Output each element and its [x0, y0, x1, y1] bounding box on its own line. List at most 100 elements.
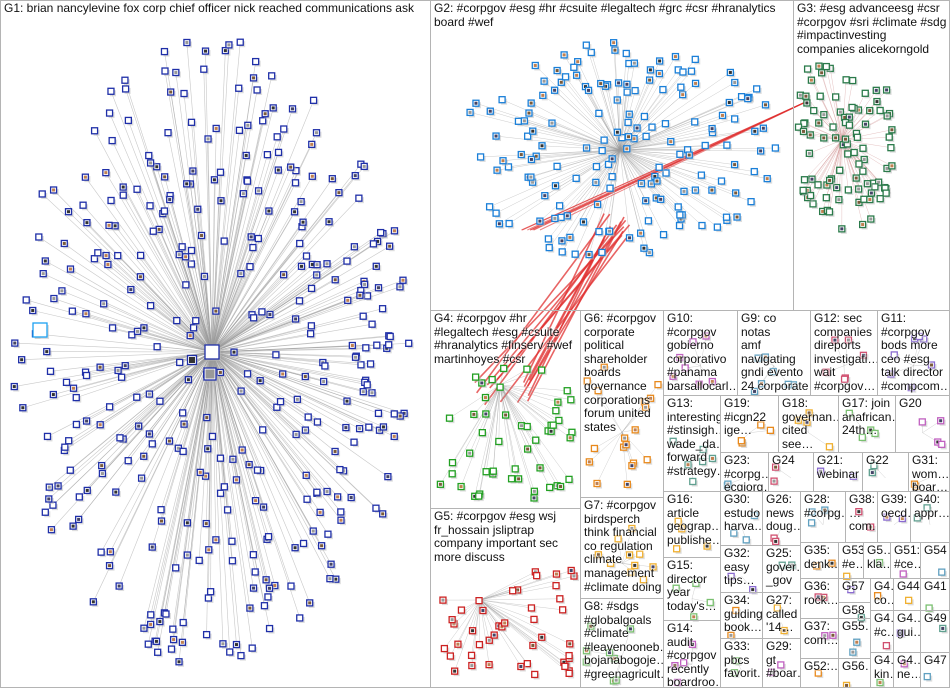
network-node[interactable]: [178, 638, 188, 648]
network-node[interactable]: [140, 624, 149, 634]
network-node[interactable]: [292, 430, 302, 440]
network-node[interactable]: [187, 118, 197, 128]
network-node[interactable]: [327, 560, 337, 570]
network-node[interactable]: [226, 648, 235, 657]
network-node[interactable]: [350, 438, 360, 448]
network-node[interactable]: [145, 430, 155, 439]
network-node[interactable]: [295, 297, 305, 306]
network-node[interactable]: [216, 489, 226, 499]
network-node[interactable]: [368, 320, 378, 330]
network-node[interactable]: [359, 388, 369, 397]
network-node[interactable]: [260, 602, 270, 611]
network-node[interactable]: [344, 296, 353, 306]
network-node[interactable]: [133, 185, 143, 195]
network-node[interactable]: [19, 404, 28, 413]
network-node[interactable]: [161, 67, 171, 77]
network-node[interactable]: [372, 504, 381, 514]
network-node[interactable]: [202, 630, 212, 640]
network-node[interactable]: [246, 604, 255, 614]
network-node[interactable]: [94, 249, 103, 258]
network-node[interactable]: [201, 47, 211, 57]
network-node[interactable]: [232, 640, 242, 650]
network-node[interactable]: [313, 488, 322, 498]
network-node[interactable]: [212, 307, 221, 317]
network-node[interactable]: [18, 356, 27, 365]
network-node[interactable]: [166, 195, 175, 205]
network-node[interactable]: [265, 624, 275, 634]
network-node[interactable]: [302, 252, 312, 262]
network-node[interactable]: [98, 469, 108, 479]
network-node[interactable]: [187, 246, 197, 256]
network-node[interactable]: [290, 208, 300, 217]
network-node[interactable]: [252, 57, 261, 67]
network-node[interactable]: [82, 417, 92, 427]
network-node[interactable]: [200, 272, 210, 282]
network-node[interactable]: [238, 446, 248, 456]
network-node[interactable]: [259, 117, 268, 126]
network-node[interactable]: [179, 447, 189, 457]
network-node[interactable]: [249, 74, 259, 83]
network-node[interactable]: [246, 262, 255, 272]
network-node[interactable]: [154, 648, 163, 658]
network-node[interactable]: [320, 377, 329, 387]
network-node[interactable]: [11, 339, 20, 349]
network-node[interactable]: [272, 351, 281, 360]
network-node[interactable]: [334, 493, 343, 502]
network-node[interactable]: [307, 322, 317, 331]
network-node[interactable]: [263, 151, 273, 160]
network-node[interactable]: [309, 96, 319, 106]
network-node[interactable]: [237, 651, 246, 661]
network-node[interactable]: [60, 239, 70, 249]
network-node[interactable]: [178, 243, 188, 252]
network-node[interactable]: [104, 260, 113, 270]
network-node[interactable]: [365, 423, 374, 433]
network-node[interactable]: [217, 197, 226, 206]
network-node[interactable]: [302, 471, 312, 481]
network-node[interactable]: [43, 432, 53, 442]
network-node[interactable]: [45, 483, 55, 493]
network-node[interactable]: [124, 116, 134, 126]
network-node[interactable]: [362, 344, 371, 353]
network-node[interactable]: [317, 542, 327, 551]
network-node[interactable]: [390, 432, 400, 442]
network-node[interactable]: [183, 551, 193, 561]
network-node[interactable]: [216, 454, 226, 464]
network-node[interactable]: [114, 366, 124, 376]
network-node[interactable]: [385, 341, 394, 350]
network-node[interactable]: [149, 227, 159, 237]
network-node[interactable]: [301, 372, 311, 382]
network-node[interactable]: [72, 420, 82, 430]
network-node[interactable]: [105, 221, 115, 231]
network-node[interactable]: [79, 201, 89, 211]
network-node[interactable]: [254, 187, 264, 196]
network-node[interactable]: [189, 324, 199, 333]
network-node[interactable]: [106, 548, 116, 557]
network-node[interactable]: [197, 231, 207, 241]
network-node[interactable]: [331, 276, 341, 285]
network-node[interactable]: [206, 588, 216, 597]
network-node[interactable]: [264, 593, 273, 602]
network-node[interactable]: [273, 403, 282, 413]
network-node[interactable]: [184, 376, 194, 385]
network-node[interactable]: [216, 168, 226, 178]
network-node[interactable]: [335, 188, 344, 198]
network-node[interactable]: [117, 373, 127, 383]
network-node[interactable]: [35, 233, 44, 243]
network-node[interactable]: [96, 421, 106, 430]
network-node[interactable]: [74, 515, 84, 525]
network-node[interactable]: [189, 167, 198, 177]
network-node[interactable]: [249, 584, 259, 594]
network-node[interactable]: [250, 314, 259, 323]
network-node[interactable]: [144, 640, 154, 650]
network-node[interactable]: [45, 495, 54, 504]
network-node[interactable]: [105, 562, 115, 571]
network-node[interactable]: [107, 87, 116, 97]
network-node[interactable]: [235, 84, 244, 94]
network-node[interactable]: [140, 452, 149, 462]
network-node[interactable]: [136, 273, 146, 282]
network-node[interactable]: [323, 487, 333, 497]
network-node[interactable]: [228, 557, 238, 566]
network-node[interactable]: [41, 257, 51, 266]
network-node[interactable]: [146, 620, 156, 630]
network-node[interactable]: [288, 105, 298, 114]
